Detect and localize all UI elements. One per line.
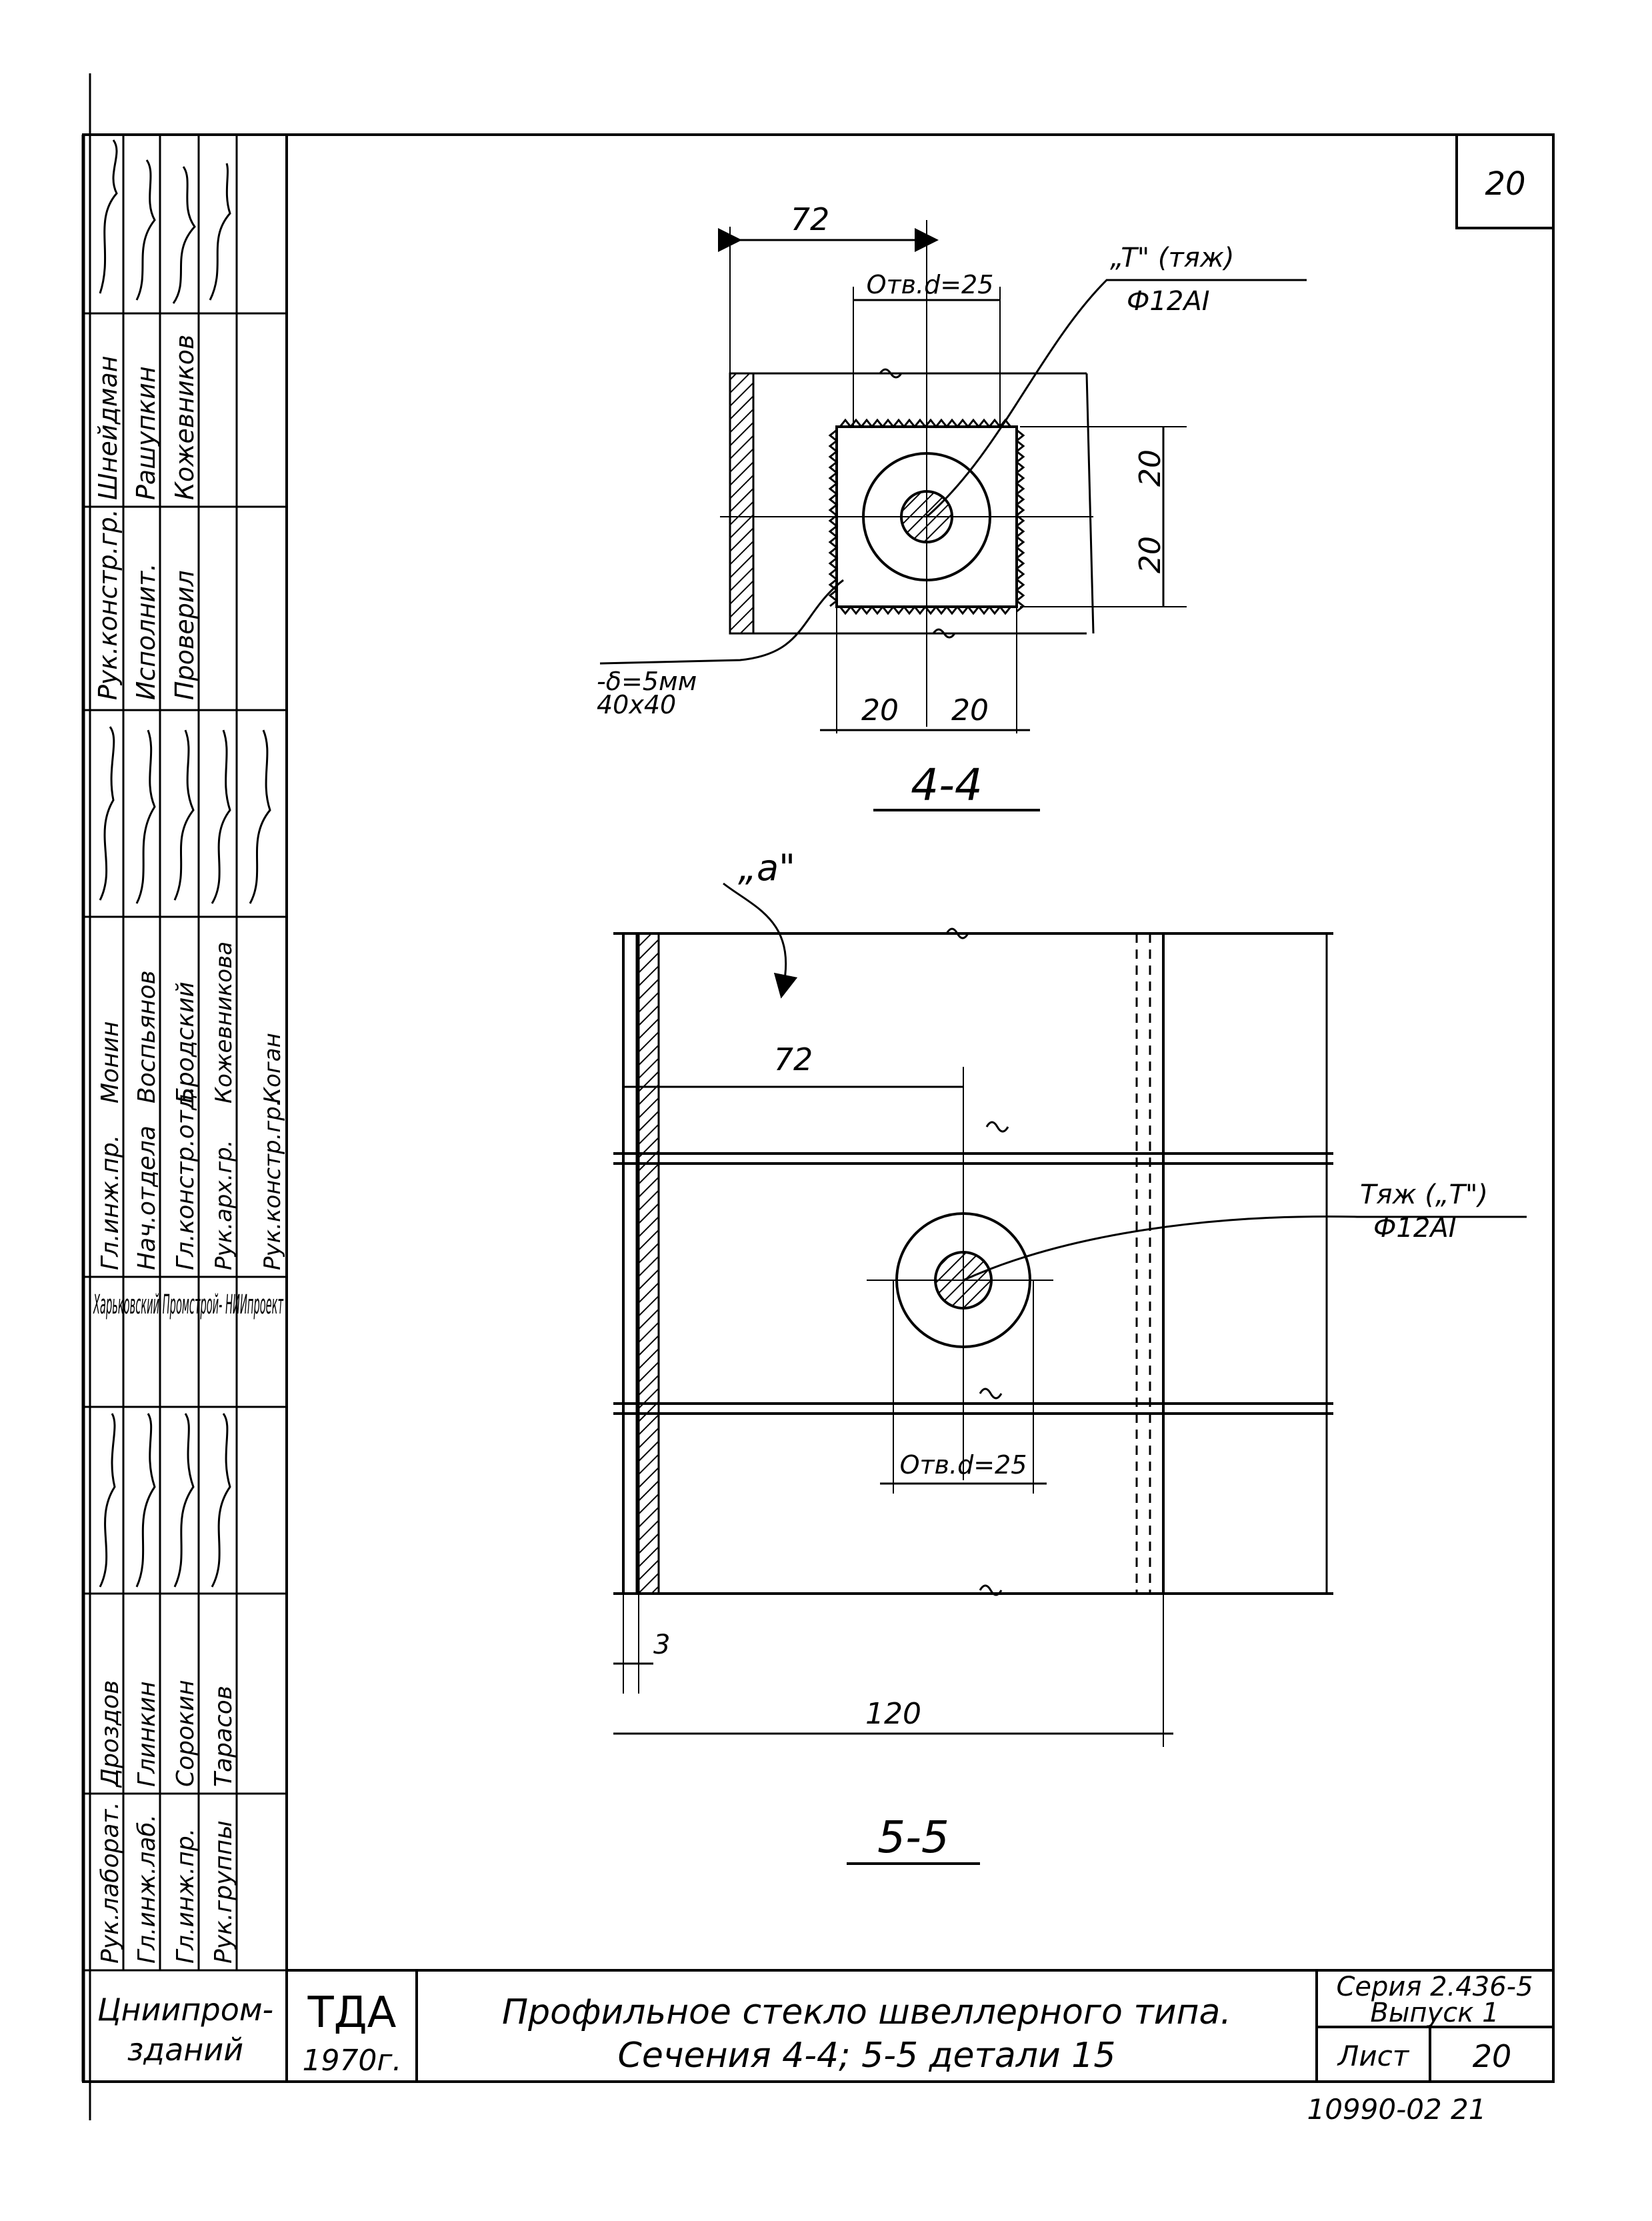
- stamp-mid-title-4: Рук.арх.гр.: [211, 1140, 237, 1270]
- stamp-mid-title-2: Нач.отдела: [133, 1126, 161, 1270]
- stamp-middle-block: Гл.инж.пр. Монин Нач.отдела Воспьянов Гл…: [97, 941, 286, 1270]
- title-block: [287, 1969, 1553, 2082]
- section-5-5-label: 5-5: [877, 1812, 949, 1863]
- signatures-middle: [99, 726, 271, 904]
- stamp-mid-name-2: Воспьянов: [133, 970, 161, 1103]
- s55-dim-72: 72: [774, 1041, 813, 1077]
- signatures-top: [99, 139, 231, 304]
- sheet-frame: [81, 73, 1555, 2120]
- s44-dim-20-bottom-right: 20: [951, 693, 989, 727]
- signatures-bottom: [99, 1413, 231, 1588]
- stamp-name-3: Кожевников: [170, 335, 199, 500]
- stamp-title-3: Проверил: [170, 570, 199, 700]
- archive-number: 10990-02 21: [1307, 2093, 1486, 2126]
- s44-dim-20-right-bottom: 20: [1133, 536, 1167, 573]
- s44-hole-label: Отв.d=25: [867, 270, 994, 299]
- s55-callout-a: „а": [738, 847, 795, 889]
- s55-dim-3: 3: [653, 1630, 670, 1660]
- stamp-mid-title-1: Гл.инж.пр.: [97, 1135, 124, 1270]
- org-2-line-2: зданий: [127, 2032, 243, 2068]
- s44-dim-72: 72: [791, 201, 830, 237]
- stamp-mid-name-5: Коган: [259, 1033, 286, 1103]
- stamp-top-block: Рук.констр.гр. Шнейдман Исполнит. Рашупк…: [93, 335, 199, 700]
- stamp-bot-name-1: Дроздов: [97, 1680, 124, 1788]
- stamp-mid-name-4: Кожевникова: [211, 941, 237, 1103]
- stamp-bot-title-2: Гл.инж.лаб.: [133, 1814, 161, 1964]
- drawing-title-line-2: Сечения 4-4; 5-5 детали 15: [618, 2036, 1116, 2076]
- drawing-title-line-1: Профильное стекло швеллерного типа.: [502, 1992, 1231, 2032]
- stamp-bottom-block: Рук.лаборат. Дроздов Гл.инж.лаб. Глинкин…: [97, 1680, 237, 1964]
- stamp-name-2: Рашупкин: [131, 366, 161, 500]
- stamp-bot-name-4: Тарасов: [210, 1686, 237, 1787]
- stamp-mid-title-5: Рук.констр.гр.: [259, 1099, 286, 1270]
- stamp-bot-name-3: Сорокин: [172, 1680, 199, 1787]
- s55-rod-label-2: Ф12АI: [1373, 1213, 1457, 1244]
- s44-dim-20-right-top: 20: [1133, 449, 1167, 487]
- section-4-4-drawing: [599, 220, 1307, 811]
- stamp-bot-title-4: Рук.группы: [210, 1820, 237, 1964]
- s44-dim-20-bottom-left: 20: [861, 693, 899, 727]
- s44-rod-label-1: „T" (тяж): [1110, 243, 1234, 273]
- series-line-1: Серия 2.436-5: [1336, 1972, 1533, 2002]
- stamp-mid-name-3: Бродский: [172, 981, 199, 1103]
- section-4-4-label: 4-4: [911, 759, 983, 811]
- sheet-label: Лист: [1337, 2040, 1410, 2072]
- series-line-2: Выпуск 1: [1370, 1998, 1499, 2028]
- org-2-line-1: Цниипром-: [97, 1992, 273, 2028]
- document-year: 1970г.: [302, 2044, 401, 2078]
- stamp-title-2: Исполнит.: [131, 563, 161, 700]
- stamp-mid-title-3: Гл.констр.отд.: [172, 1086, 199, 1270]
- s55-rod-label-1: Тяж („T"): [1360, 1180, 1488, 1210]
- stamp-title-1: Рук.констр.гр.: [93, 509, 123, 700]
- document-code: ТДА: [307, 1988, 397, 2038]
- stamp-bot-title-3: Гл.инж.пр.: [172, 1828, 199, 1964]
- stamp-bot-title-1: Рук.лаборат.: [97, 1802, 124, 1964]
- s44-plate-label-2: 40х40: [597, 690, 676, 719]
- approval-stamp-column: [83, 135, 287, 1972]
- sheet-number: 20: [1473, 2038, 1512, 2074]
- corner-sheet-number: 20: [1485, 165, 1525, 203]
- s55-hole-label: Отв.d=25: [900, 1450, 1027, 1480]
- s55-dim-120: 120: [865, 1697, 921, 1731]
- s44-rod-label-2: Ф12АI: [1127, 286, 1210, 317]
- section-5-5-drawing: [613, 882, 1527, 1865]
- org-1-line: Харьковский Промстрой- НИИпроект: [93, 1290, 283, 1320]
- s44-plate-label-1: -δ=5мм: [597, 667, 697, 696]
- stamp-name-1: Шнейдман: [93, 355, 123, 500]
- stamp-mid-name-1: Монин: [97, 1021, 124, 1103]
- stamp-bot-name-2: Глинкин: [133, 1681, 161, 1787]
